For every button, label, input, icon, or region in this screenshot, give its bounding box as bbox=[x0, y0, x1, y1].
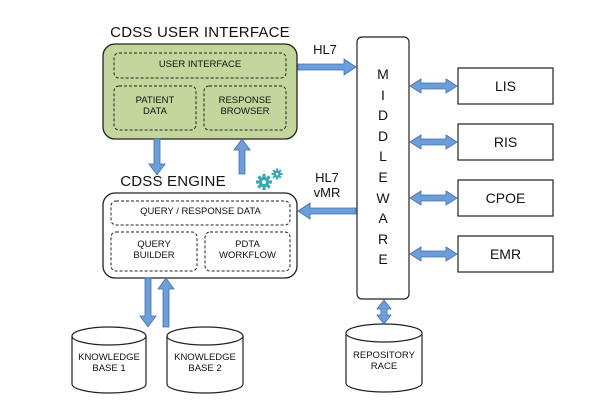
repository-label: REPOSITORY RACE bbox=[346, 350, 422, 373]
middleware-letter: D bbox=[377, 127, 389, 144]
query-builder-box bbox=[110, 231, 198, 272]
arrow-middleware-emr bbox=[409, 246, 458, 262]
arrow-engine-to-kb1 bbox=[139, 277, 157, 328]
cpoe-box bbox=[457, 179, 554, 217]
patient-data-box bbox=[113, 85, 197, 131]
user-interface-label: USER INTERFACE bbox=[158, 59, 242, 70]
arrow-middleware-cpoe bbox=[409, 190, 458, 206]
hl7-top-label: HL7 bbox=[313, 42, 337, 57]
pdta-workflow-line-1: PDTA bbox=[235, 239, 260, 250]
middleware-letter: R bbox=[377, 230, 389, 247]
arrow-middleware-to-engine bbox=[297, 202, 357, 220]
patient-data-line-2: DATA bbox=[143, 105, 167, 117]
query-response-box bbox=[110, 200, 291, 226]
middleware-letter: L bbox=[379, 148, 387, 165]
ris-label: RIS bbox=[493, 134, 518, 150]
repo-line-2: RACE bbox=[370, 360, 398, 372]
middleware-letter: W bbox=[376, 189, 390, 206]
middleware-box bbox=[356, 36, 410, 300]
emr-label: EMR bbox=[489, 246, 522, 262]
arrow-response-browser-up bbox=[233, 138, 251, 175]
arrow-patient-data-down bbox=[148, 138, 166, 176]
middleware-letter: D bbox=[377, 107, 389, 124]
arrow-ui-to-middleware bbox=[297, 58, 357, 76]
middleware-letter: M bbox=[377, 66, 389, 82]
query-builder-line-2: BUILDER bbox=[133, 249, 175, 261]
knowledge-base-2-label: KNOWLEDGE BASE 2 bbox=[167, 352, 243, 375]
lis-box bbox=[457, 67, 554, 105]
pdta-workflow-line-2: WORKFLOW bbox=[219, 249, 276, 261]
lis-label: LIS bbox=[494, 78, 516, 94]
ris-box bbox=[457, 123, 554, 161]
engine-block-box bbox=[102, 192, 298, 279]
query-builder-label: QUERY BUILDER bbox=[111, 239, 197, 262]
pdta-workflow-box bbox=[204, 231, 291, 272]
arrow-middleware-lis bbox=[409, 78, 458, 94]
response-browser-box bbox=[203, 85, 287, 131]
hl7-vmr-line-2: vMR bbox=[313, 184, 341, 200]
kb2-line-2: BASE 2 bbox=[188, 362, 222, 374]
user-interface-box bbox=[113, 52, 287, 79]
middleware-letter: E bbox=[378, 168, 388, 185]
ui-block-title: CDSS USER INTERFACE bbox=[110, 24, 290, 41]
repository-cylinder bbox=[345, 323, 423, 393]
kb2-line-1: KNOWLEDGE bbox=[174, 352, 236, 363]
query-response-label: QUERY / RESPONSE DATA bbox=[140, 206, 261, 217]
query-builder-line-1: QUERY bbox=[137, 239, 171, 250]
arrow-kb-to-engine bbox=[157, 277, 175, 328]
hl7-vmr-label: HL7 vMR bbox=[305, 170, 349, 201]
pdta-workflow-label: PDTA WORKFLOW bbox=[205, 239, 290, 262]
hl7-vmr-line-1: HL7 bbox=[315, 170, 339, 185]
kb1-line-2: BASE 1 bbox=[92, 362, 126, 374]
kb1-line-1: KNOWLEDGE bbox=[78, 352, 140, 363]
response-browser-line-1: RESPONSE bbox=[218, 95, 272, 106]
repo-line-1: REPOSITORY bbox=[353, 350, 415, 361]
ui-block-box bbox=[102, 43, 298, 140]
cpoe-label: CPOE bbox=[485, 190, 526, 206]
engine-block-title: CDSS ENGINE bbox=[120, 173, 226, 190]
response-browser-label: RESPONSE BROWSER bbox=[204, 95, 286, 118]
patient-data-line-1: PATIENT bbox=[135, 95, 175, 106]
response-browser-line-2: BROWSER bbox=[220, 105, 270, 117]
knowledge-base-1-cylinder bbox=[71, 326, 147, 394]
middleware-letter: A bbox=[378, 210, 388, 227]
middleware-label: M I D D L E W A R E bbox=[357, 64, 409, 270]
middleware-letter: E bbox=[378, 251, 388, 268]
arrow-middleware-repository bbox=[376, 299, 392, 325]
arrow-middleware-ris bbox=[409, 134, 458, 150]
patient-data-label: PATIENT DATA bbox=[114, 95, 196, 118]
knowledge-base-1-label: KNOWLEDGE BASE 1 bbox=[72, 352, 146, 375]
gear-icon bbox=[256, 168, 283, 190]
knowledge-base-2-cylinder bbox=[166, 326, 244, 394]
emr-box bbox=[457, 235, 554, 273]
middleware-letter: I bbox=[381, 86, 385, 103]
